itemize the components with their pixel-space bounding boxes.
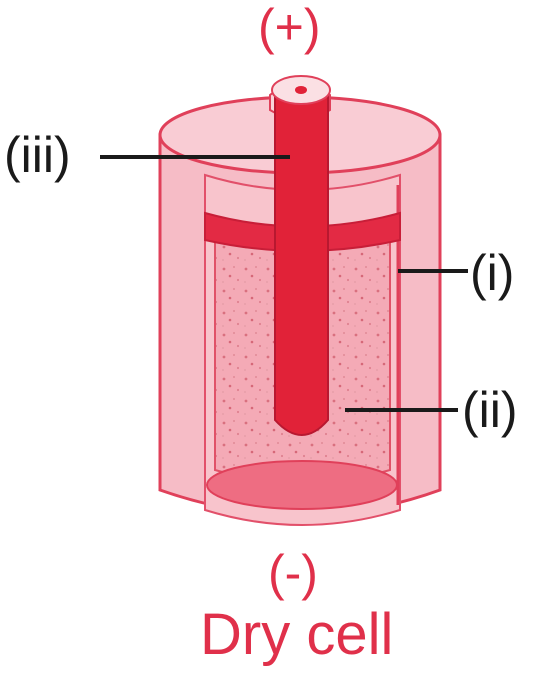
part-ii-label: (ii) <box>462 382 518 438</box>
carbon-rod <box>274 94 329 436</box>
rod-cap-dot <box>295 86 307 94</box>
positive-terminal-label: (+) <box>258 0 321 55</box>
negative-terminal-label: (-) <box>268 545 318 601</box>
diagram-caption: Dry cell <box>200 602 394 667</box>
part-i-label: (i) <box>470 245 515 301</box>
part-iii-label: (iii) <box>4 127 71 183</box>
case-bottom <box>206 460 398 510</box>
